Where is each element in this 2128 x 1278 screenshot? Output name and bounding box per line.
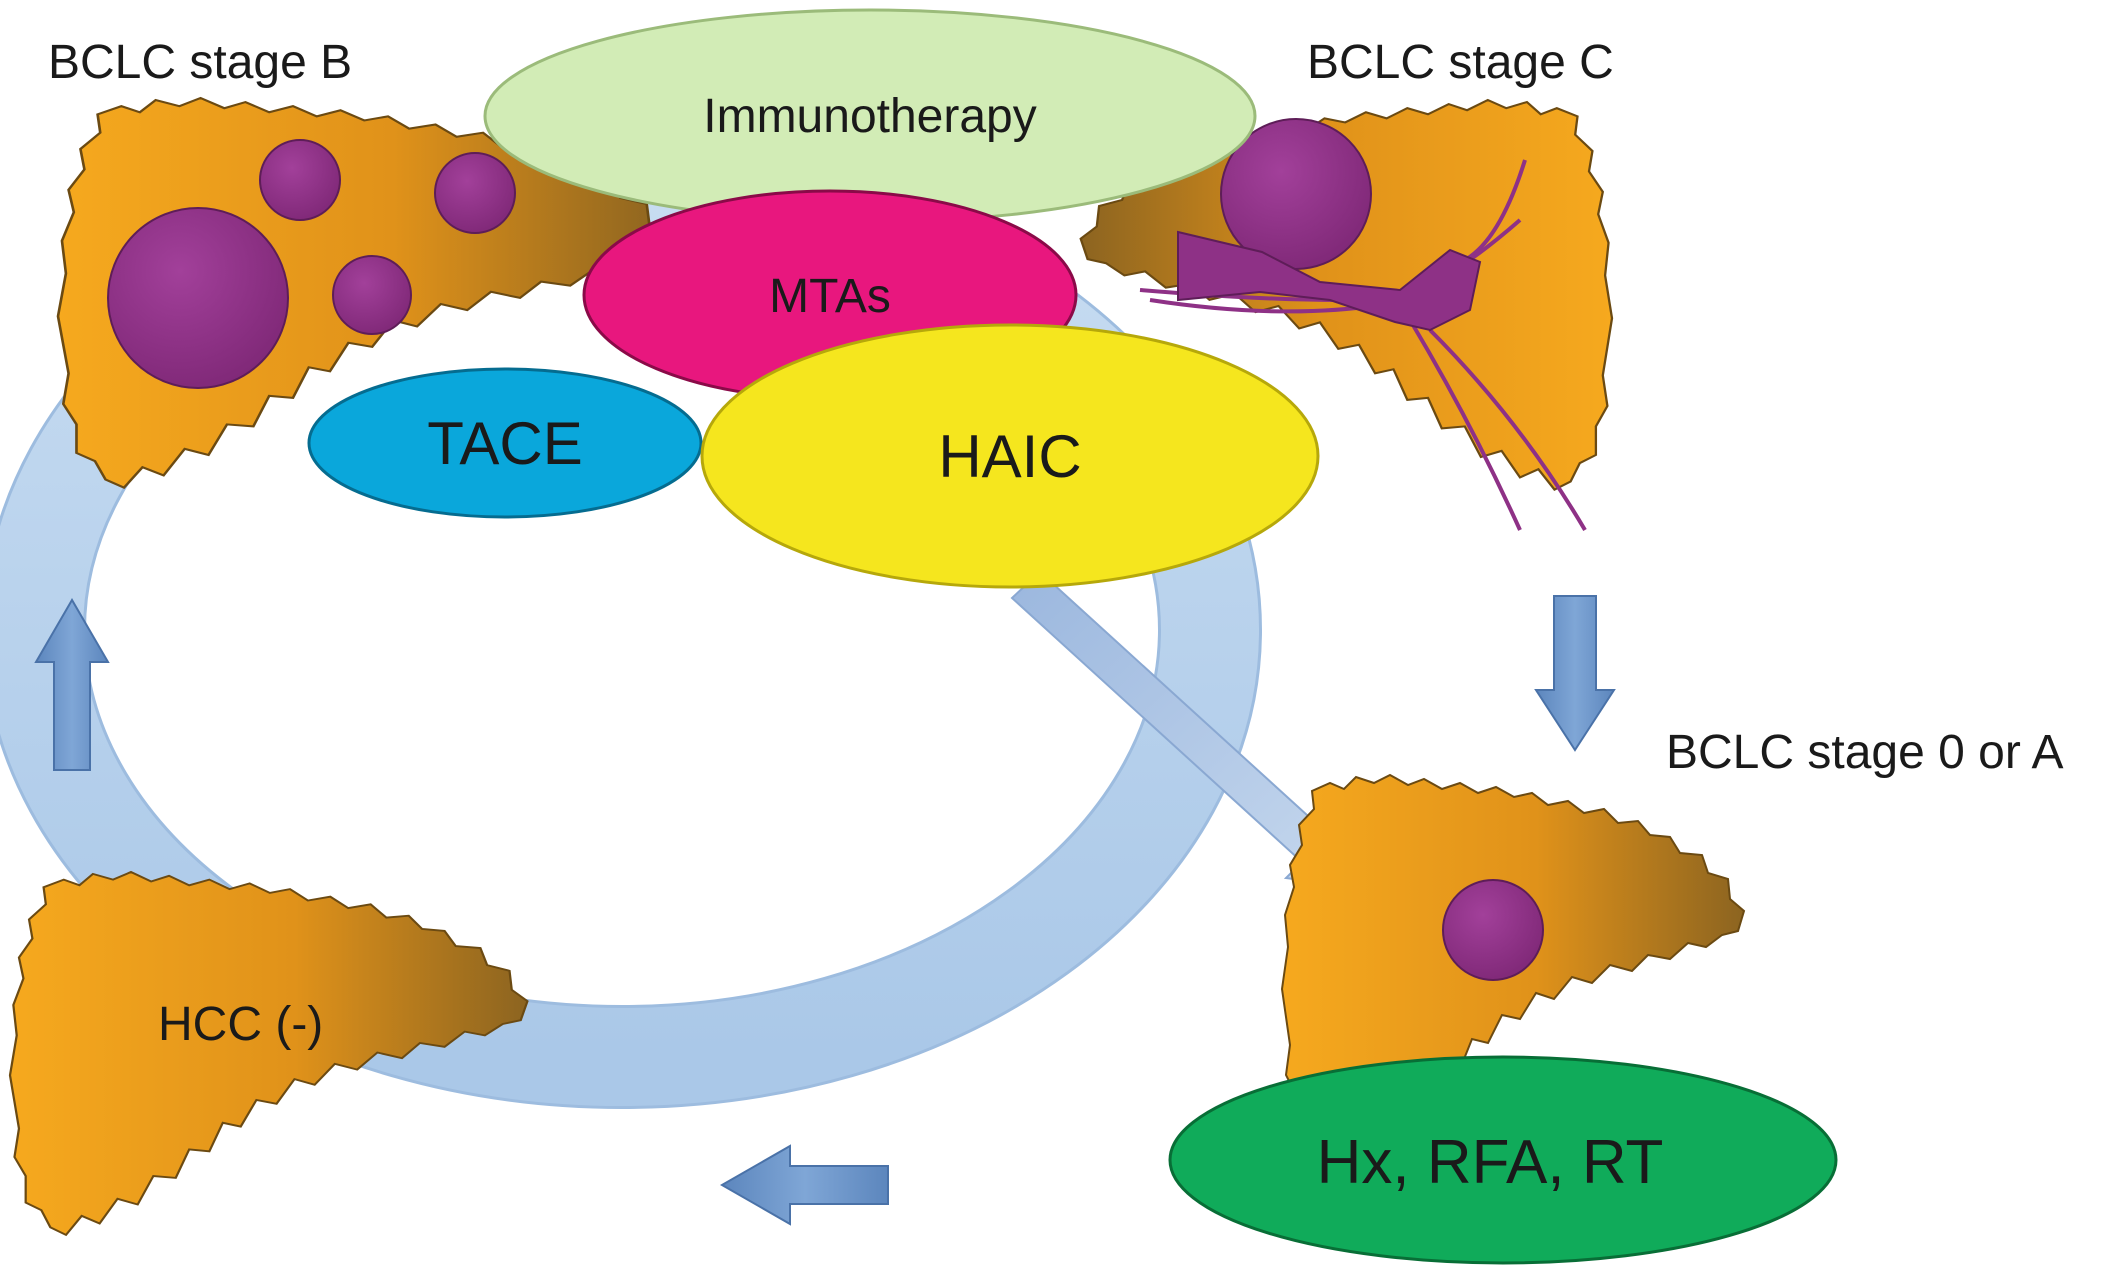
local-therapy-label: Hx, RFA, RT bbox=[1317, 1128, 1664, 1197]
liver-stage-b-icon bbox=[56, 96, 670, 489]
haic-node: HAIC bbox=[700, 323, 1320, 589]
tace-node: TACE bbox=[307, 367, 703, 519]
stage-b-label: BCLC stage B bbox=[48, 36, 352, 89]
immunotherapy-label: Immunotherapy bbox=[703, 90, 1037, 143]
immunotherapy-node: Immunotherapy bbox=[483, 8, 1257, 224]
tace-label: TACE bbox=[427, 410, 583, 477]
liver-stage-c-icon bbox=[1079, 98, 1614, 532]
down-arrow-icon bbox=[1534, 595, 1616, 752]
tumor-icon bbox=[332, 255, 412, 335]
liver-stage-0a-icon bbox=[1281, 774, 1745, 1158]
stage-0a-label: BCLC stage 0 or A bbox=[1666, 726, 2064, 779]
up-arrow-icon bbox=[34, 598, 110, 771]
haic-label: HAIC bbox=[938, 423, 1081, 490]
portal-vein-thrombus-icon bbox=[1177, 230, 1482, 332]
hcc-negative-label: HCC (-) bbox=[158, 998, 323, 1051]
local-therapy-node: Hx, RFA, RT bbox=[1168, 1055, 1838, 1265]
tumor-icon bbox=[434, 152, 516, 234]
tumor-icon bbox=[107, 207, 289, 389]
stage-c-label: BCLC stage C bbox=[1307, 36, 1614, 89]
left-arrow-icon bbox=[719, 1144, 889, 1226]
tumor-icon bbox=[259, 139, 341, 221]
mtas-label: MTAs bbox=[769, 270, 891, 323]
tumor-icon bbox=[1442, 879, 1544, 981]
